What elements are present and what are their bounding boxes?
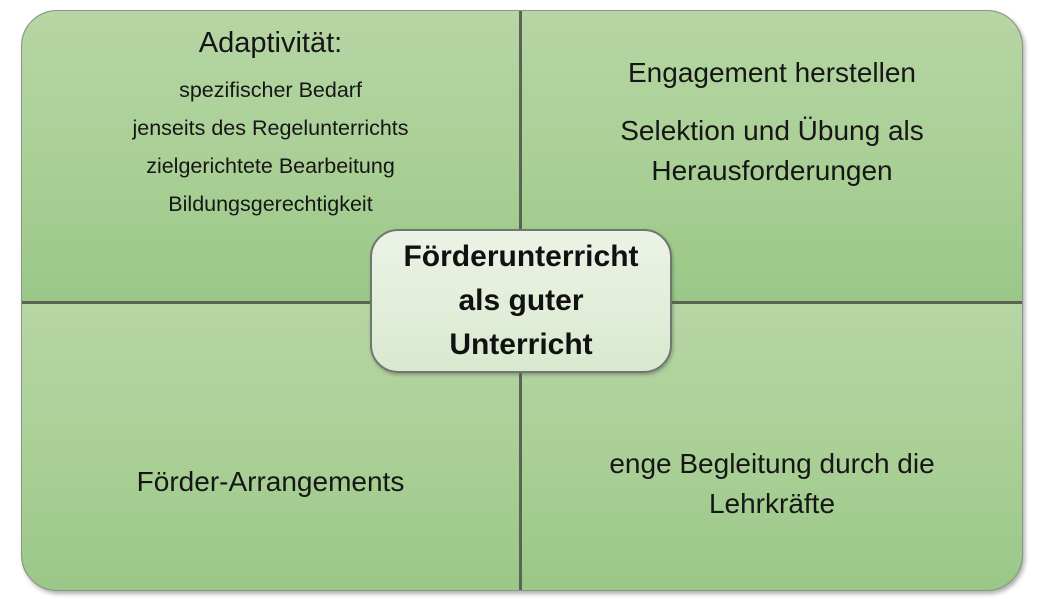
quadrant-bottom-left-label: Förder-Arrangements xyxy=(136,466,405,497)
quadrant-top-left-item: zielgerichtete Bearbeitung xyxy=(146,154,395,178)
quadrant-top-left-item: spezifischer Bedarf xyxy=(179,78,362,102)
quadrant-top-left-item: Bildungsgerechtigkeit xyxy=(168,192,373,216)
quadrant-top-right-line: Selektion und Übung als Herausforderunge… xyxy=(620,115,924,186)
quadrant-top-left-item: jenseits des Regelunterrichts xyxy=(132,116,409,140)
quadrant-top-right-line: Engagement herstellen xyxy=(628,57,916,88)
center-node: Förderunterricht als guter Unterricht xyxy=(370,229,672,373)
quadrant-figure: Adaptivität: spezifischer Bedarf jenseit… xyxy=(21,10,1023,591)
center-node-line: Unterricht xyxy=(449,328,593,361)
center-node-line: Förderunterricht xyxy=(403,240,639,273)
center-node-line: als guter xyxy=(458,284,584,317)
quadrant-top-left: Adaptivität: spezifischer Bedarf jenseit… xyxy=(22,11,519,301)
quadrant-top-left-heading: Adaptivität: xyxy=(198,27,343,59)
quadrant-bottom-right-label: enge Begleitung durch die Lehrkräfte xyxy=(609,448,935,519)
